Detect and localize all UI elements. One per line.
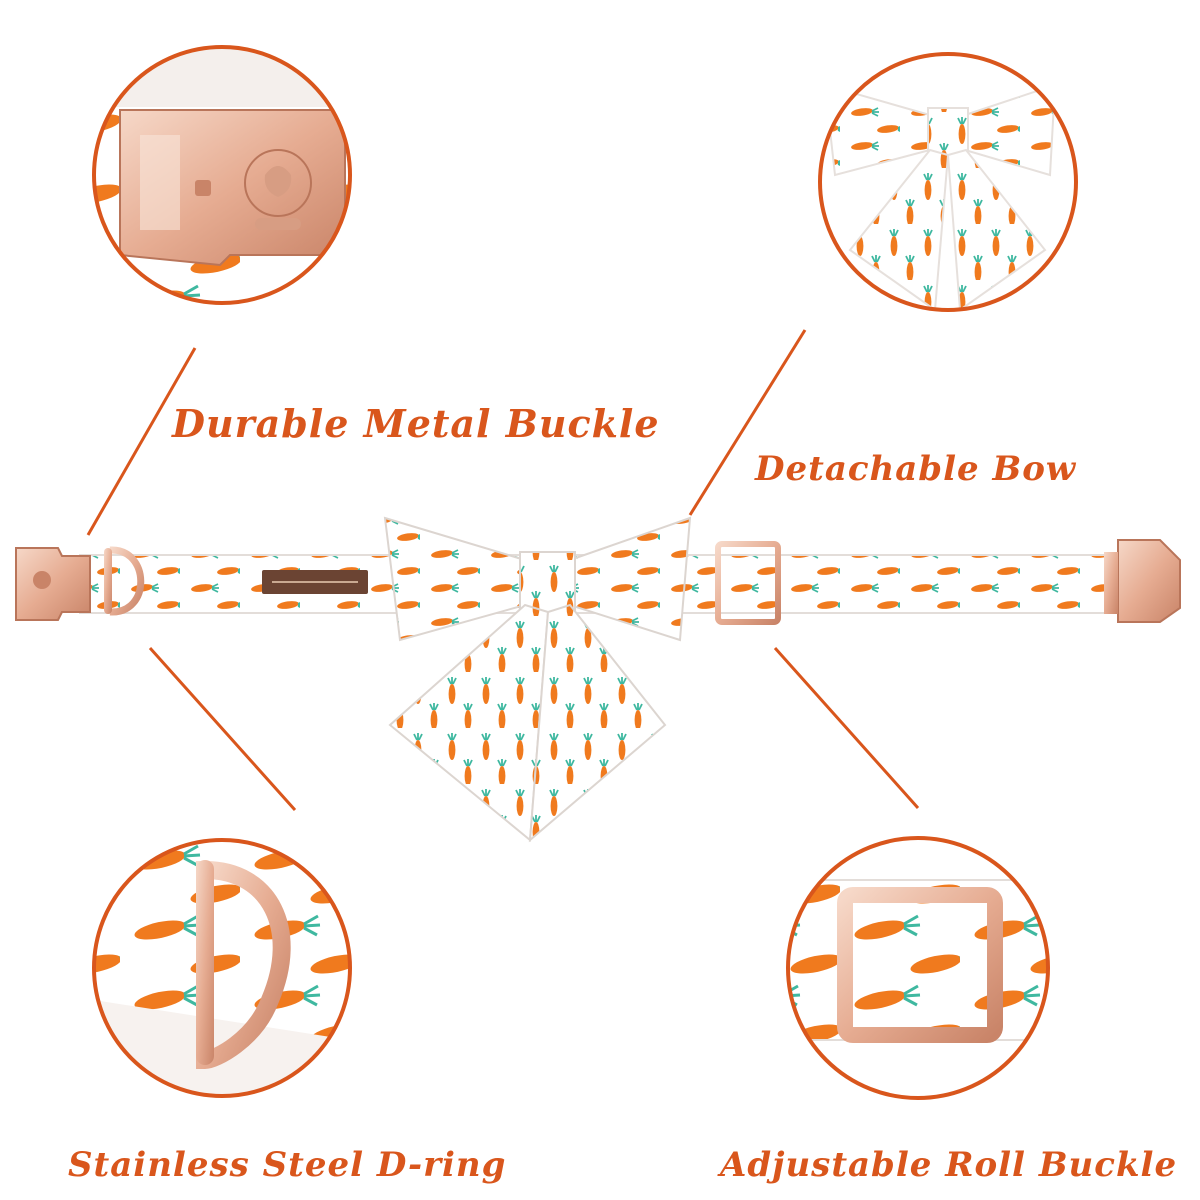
caption-roll-buckle: Adjustable Roll Buckle	[720, 1145, 1178, 1185]
caption-metal-buckle: Durable Metal Buckle	[172, 401, 660, 446]
detail-roll-buckle	[786, 836, 1050, 1100]
connector-lines	[86, 329, 920, 812]
roll-buckle	[715, 541, 781, 625]
caption-detachable-bow: Detachable Bow	[755, 449, 1077, 489]
d-ring	[109, 546, 145, 616]
side-release-buckle	[15, 547, 91, 621]
detail-metal-buckle	[92, 45, 352, 305]
detail-bow	[818, 52, 1078, 312]
detail-d-ring	[92, 838, 352, 1098]
caption-d-ring: Stainless Steel D-ring	[68, 1145, 507, 1185]
collar	[15, 516, 1181, 843]
bow	[383, 516, 692, 843]
